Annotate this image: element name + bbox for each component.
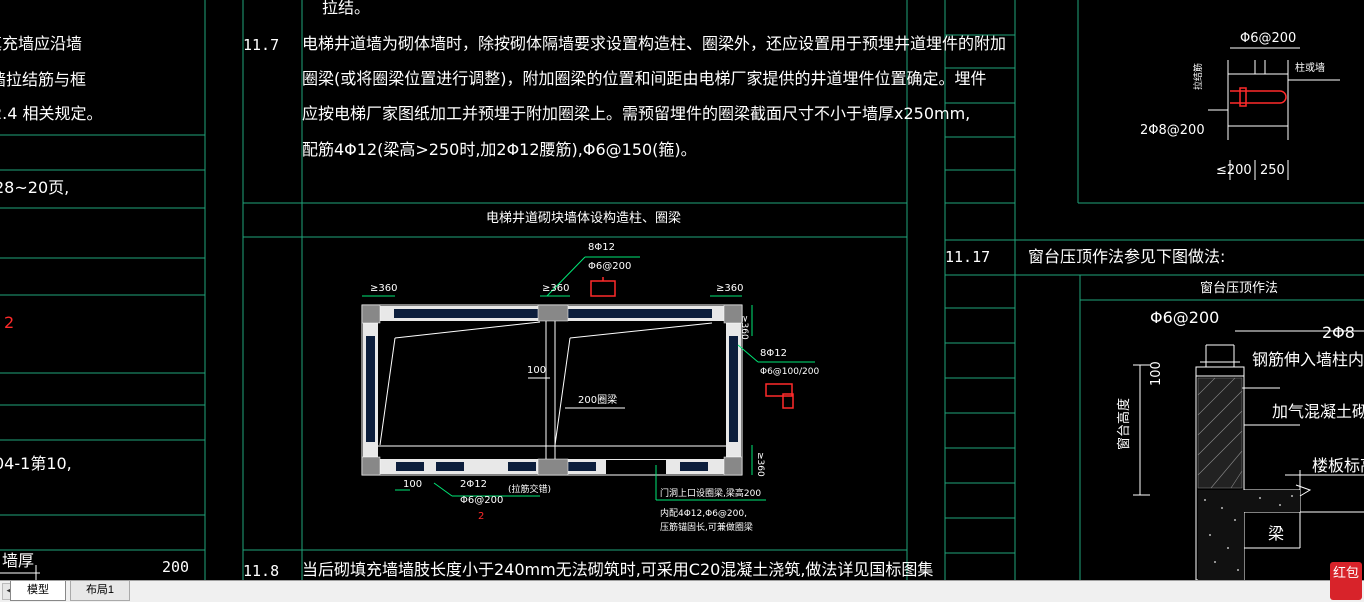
sill-note4: 梁 xyxy=(1268,524,1285,543)
bottom-red-mark: 2 xyxy=(478,511,485,522)
clause-number-11-8: 11.8 xyxy=(243,562,280,580)
label-beam: 200圈梁 xyxy=(578,395,618,406)
elevator-top-bar1: 8Φ12 xyxy=(588,242,615,253)
left-text-line5: 04-1第10, xyxy=(0,454,72,473)
sill-title: 窗台压顶作法 xyxy=(1200,281,1279,296)
door-note3: 压筋锚固长,可兼做圈梁 xyxy=(660,523,753,533)
tr-dim2: 250 xyxy=(1260,163,1285,178)
door-note2: 内配4Φ12,Φ6@200, xyxy=(660,509,747,519)
bottom-bar1: 2Φ12 xyxy=(460,479,487,490)
label-100: 100 xyxy=(527,365,547,376)
dim-mid: ≥360 xyxy=(542,283,570,294)
top-fragment-text: 拉结。 xyxy=(322,0,371,17)
tab-model[interactable]: 模型 xyxy=(10,581,66,601)
elevator-top-bar2: Φ6@200 xyxy=(588,261,632,272)
clause-11-7-line3: 应按电梯厂家图纸加工并预埋于附加圈梁上。需预留埋件的圈梁截面尺寸不小于墙厚x25… xyxy=(302,104,971,123)
door-note1: 门洞上口设圈梁,梁高200 xyxy=(660,489,762,499)
layout-tab-bar: ◀ ▶ 模型 布局1 xyxy=(0,580,1364,602)
dim-left: ≥360 xyxy=(370,283,398,294)
dim-right: ≥360 xyxy=(716,283,744,294)
tr-bar2: 2Φ8@200 xyxy=(1140,123,1205,138)
bottom-bar2: Φ6@200 xyxy=(460,495,504,506)
sill-height-label: 窗台高度 xyxy=(1117,397,1132,450)
tr-left-label: 拉结筋 xyxy=(1194,62,1204,90)
sill-note3: 楼板标高 xyxy=(1312,456,1364,475)
sill-bar2: 2Φ8 xyxy=(1322,323,1355,342)
sill-dim-100: 100 xyxy=(1149,361,1164,386)
tr-bar-label: Φ6@200 xyxy=(1240,31,1297,46)
clause-number-11-7: 11.7 xyxy=(243,36,280,54)
bottom-note: (拉筋交错) xyxy=(508,485,552,495)
wall-thickness-label: 墙厚 xyxy=(2,551,35,570)
tr-dim1: ≤200 xyxy=(1216,163,1252,178)
tr-col-label: 柱或墙 xyxy=(1295,63,1325,74)
left-text-line3: 2.4 相关规定。 xyxy=(0,104,103,123)
dim-vertical-bottom: ≥360 xyxy=(755,452,765,477)
clause-11-8-text: 当后砌填充墙墙肢长度小于240mm无法砌筑时,可采用C20混凝土浇筑,做法详见国… xyxy=(302,560,934,579)
dim-vertical-top: ≥360 xyxy=(739,315,749,340)
wall-thickness-value: 200 xyxy=(162,558,190,576)
sill-bar1: Φ6@200 xyxy=(1150,308,1220,327)
bottom-100: 100 xyxy=(403,479,423,490)
clause-number-11-17: 11.17 xyxy=(945,248,991,266)
left-red-mark: 2 xyxy=(4,313,15,332)
right-bar1: 8Φ12 xyxy=(760,348,787,359)
left-text-line4: 28~20页, xyxy=(0,178,70,197)
clause-11-7-line4: 配筋4Φ12(梁高>250时,加2Φ12腰筋),Φ6@150(箍)。 xyxy=(302,140,697,159)
sill-note1: 钢筋伸入墙柱内40d xyxy=(1252,350,1364,369)
sill-note2: 加气混凝土砌块 xyxy=(1272,402,1364,421)
clause-11-7-line1: 电梯井道墙为砌体墙时，除按砌体隔墙要求设置构造柱、圈梁外，还应设置用于预埋井道埋… xyxy=(302,34,1007,53)
cad-linework xyxy=(0,0,1364,580)
red-packet-badge[interactable]: 红包 xyxy=(1330,562,1362,600)
tab-layout1[interactable]: 布局1 xyxy=(70,581,130,601)
elevator-detail-title: 电梯井道砌块墙体设构造柱、圈梁 xyxy=(486,211,682,226)
left-text-line1: 填充墙应沿墙 xyxy=(0,34,83,53)
clause-11-7-line2: 圈梁(或将圈梁位置进行调整)，附加圈梁的位置和间距由电梯厂家提供的井道埋件位置确… xyxy=(302,69,987,88)
right-bar2: Φ6@100/200 xyxy=(760,367,820,377)
clause-11-17-text: 窗台压顶作法参见下图做法: xyxy=(1028,247,1226,266)
